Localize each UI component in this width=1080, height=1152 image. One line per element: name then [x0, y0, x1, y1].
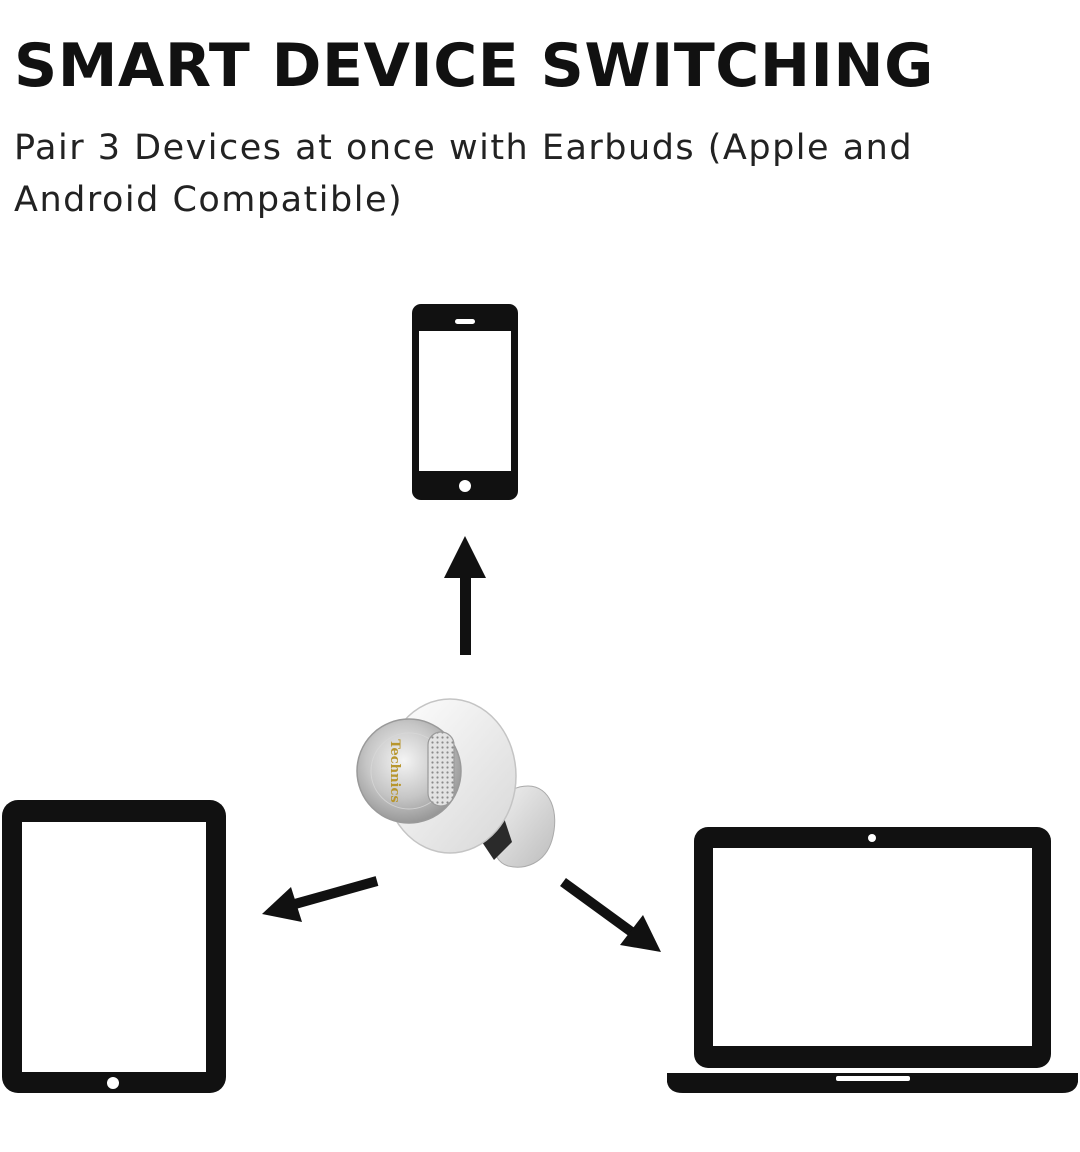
- arrow-right-icon: [560, 877, 661, 952]
- page-title: SMART DEVICE SWITCHING: [14, 31, 934, 101]
- earbud-image: Technics: [356, 698, 556, 868]
- page-subtitle: Pair 3 Devices at once with Earbuds (App…: [14, 128, 914, 220]
- arrow-left-icon: [262, 876, 379, 922]
- arrow-up-icon: [444, 536, 486, 655]
- tablet-icon: [2, 800, 226, 1093]
- laptop-icon: [667, 827, 1078, 1093]
- brand-logo-text: Technics: [387, 739, 402, 802]
- smartphone-icon: [412, 304, 518, 500]
